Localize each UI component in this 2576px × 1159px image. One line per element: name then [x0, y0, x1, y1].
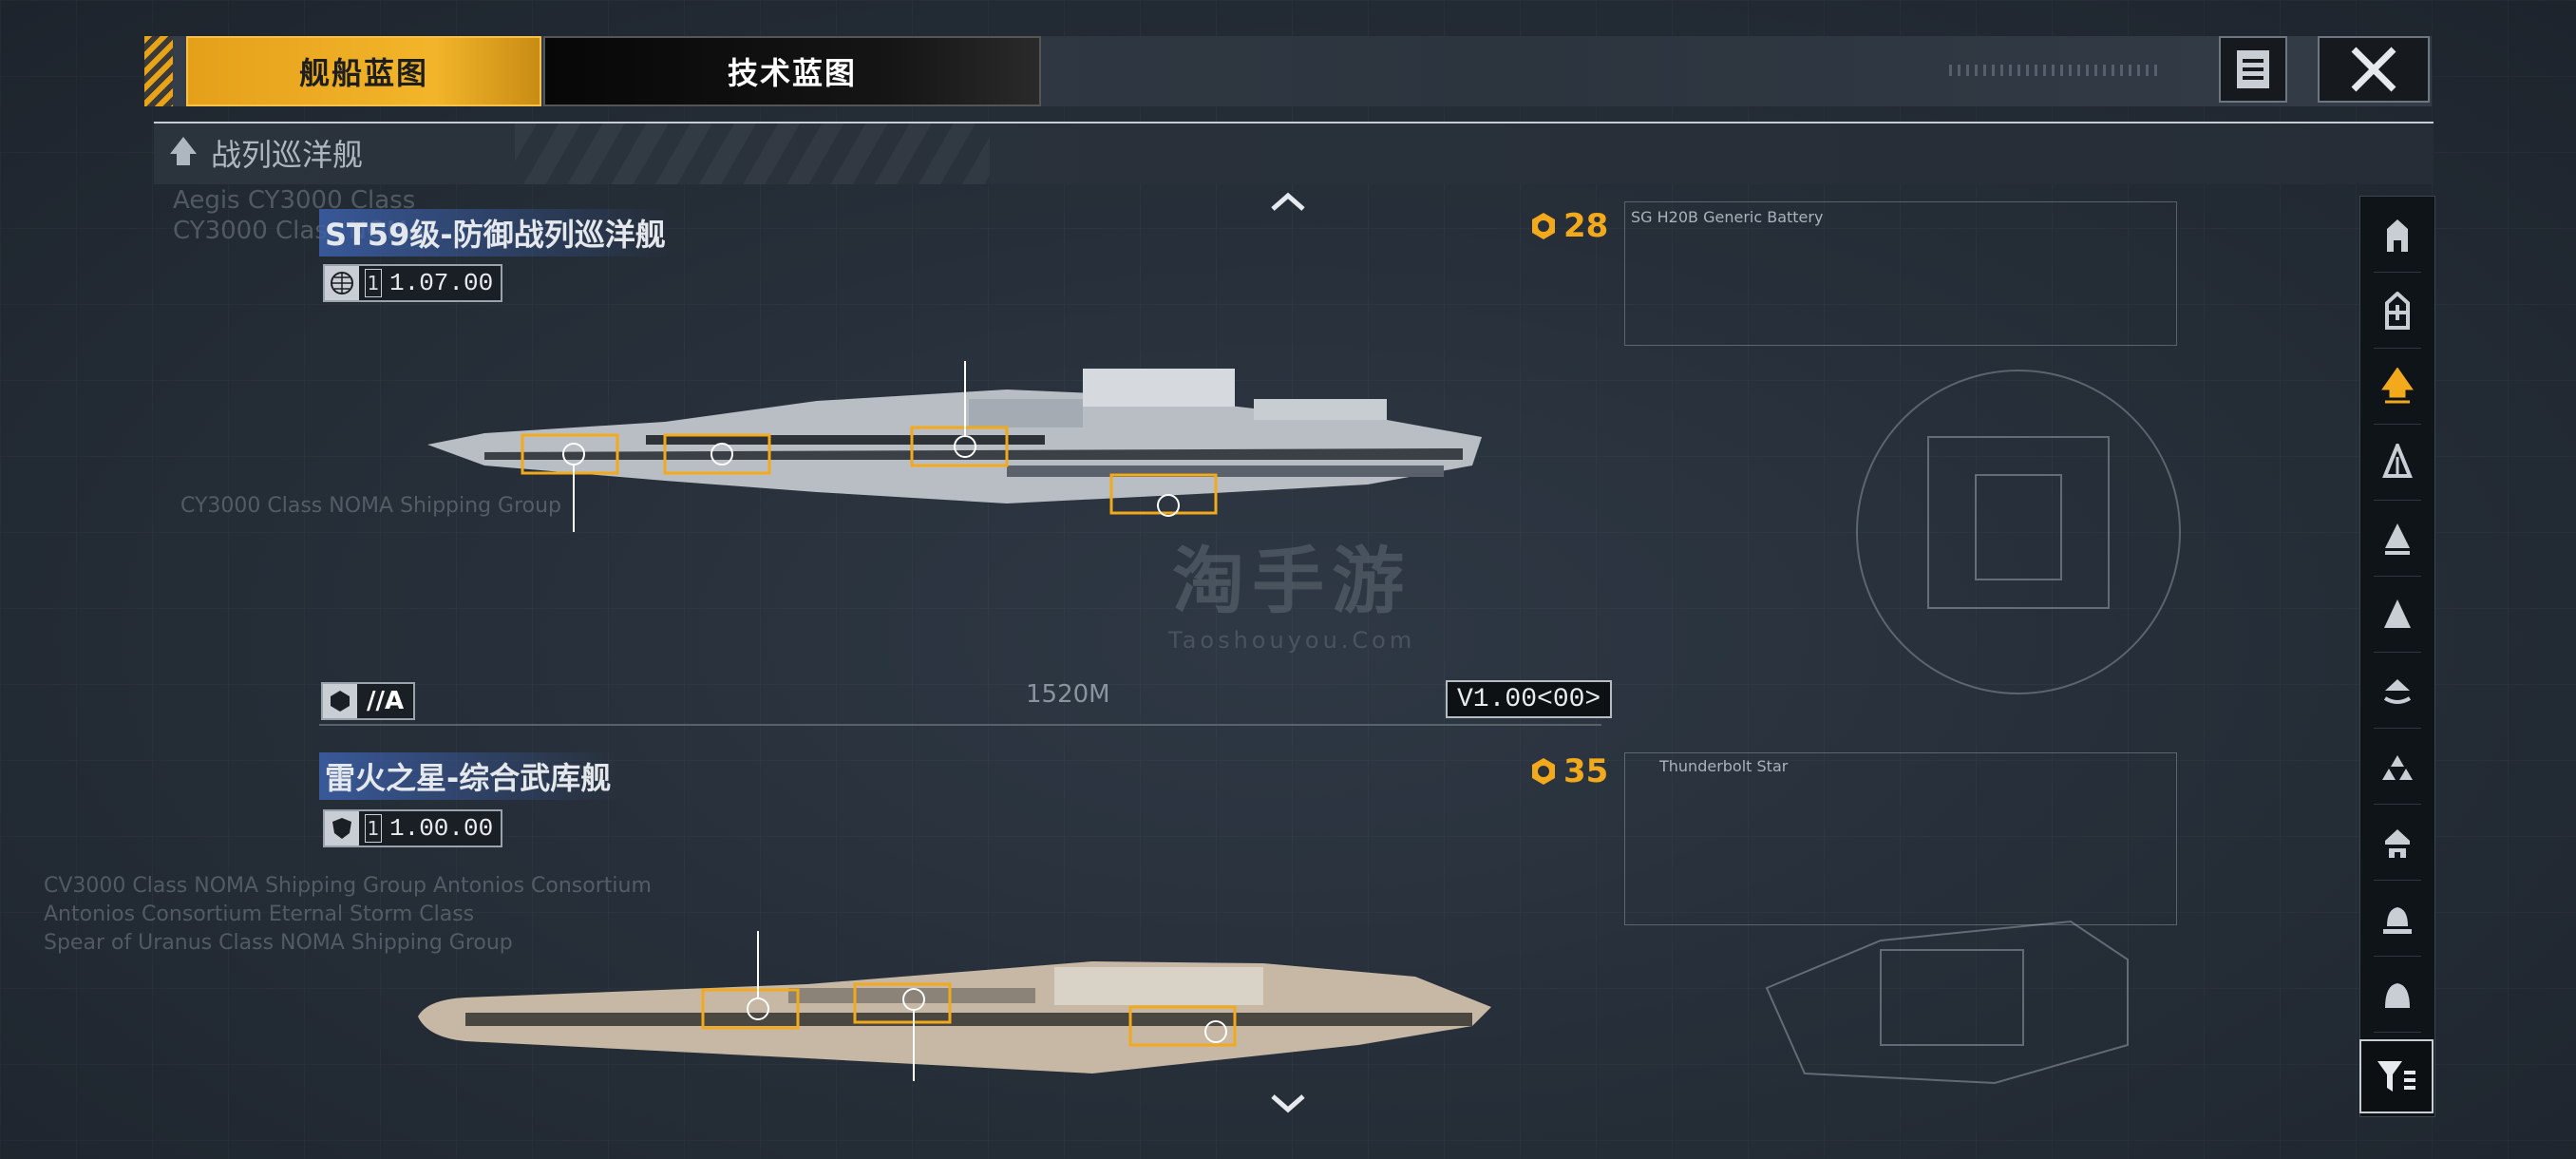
auxiliary-class-icon — [2383, 679, 2412, 704]
transport-class-icon — [2383, 907, 2412, 934]
blueprint-cost: 28 — [1529, 207, 1608, 245]
blueprint-tab-bar: 舰船蓝图 技术蓝图 — [144, 36, 2432, 106]
filter-auxiliary[interactable] — [2360, 653, 2434, 729]
watermark-main: 淘手游 — [1172, 539, 1412, 623]
cost-value: 35 — [1563, 752, 1609, 790]
filter-transport[interactable] — [2360, 881, 2434, 957]
scroll-up-icon[interactable] — [1269, 190, 1307, 213]
watermark: 淘手游 Taoshouyou.Com — [1168, 522, 1415, 654]
corvette-class-icon — [2385, 523, 2410, 555]
hazard-stripe — [144, 36, 173, 106]
filter-sort-button[interactable] — [2359, 1039, 2434, 1113]
filter-destroyer[interactable] — [2360, 273, 2434, 349]
scroll-down-icon[interactable] — [1269, 1092, 1307, 1115]
ship-model-thunderbolt[interactable] — [408, 931, 1510, 1121]
cost-value: 28 — [1563, 207, 1609, 245]
schematic-label: Thunderbolt Star — [1659, 757, 1789, 775]
ship-name[interactable]: 雷火之星-综合武库舰 — [319, 752, 617, 800]
bg-text: CV3000 Class NOMA Shipping Group Antonio… — [44, 874, 652, 898]
blueprint-list-button[interactable] — [2219, 36, 2287, 103]
tab-ship-blueprint[interactable]: 舰船蓝图 — [186, 36, 541, 106]
carrier-class-icon — [2387, 219, 2408, 252]
destroyer-class-icon — [2385, 292, 2410, 330]
battlecruiser-class-icon — [170, 137, 197, 165]
cost-emblem-icon — [1532, 758, 1555, 785]
ship-class-header: 战列巡洋舰 — [154, 122, 2434, 184]
filter-battlecruiser[interactable] — [2360, 349, 2434, 425]
watermark-sub: Taoshouyou.Com — [1168, 627, 1416, 654]
globe-icon — [325, 266, 359, 300]
document-list-icon — [2237, 50, 2269, 88]
version-level: 1 — [365, 814, 382, 843]
station-class-icon — [2385, 983, 2410, 1008]
shield-icon — [325, 811, 359, 846]
close-button[interactable] — [2318, 36, 2430, 103]
ship-model-st59[interactable] — [418, 361, 1501, 551]
filter-cruiser[interactable] — [2360, 577, 2434, 653]
tab-tech-blueprint[interactable]: 技术蓝图 — [543, 36, 1041, 106]
schematic-label: SG H20B Generic Battery — [1631, 208, 1824, 226]
version-number: 1.00.00 — [389, 814, 494, 843]
filter-frigate[interactable] — [2360, 425, 2434, 501]
cruiser-class-icon — [2384, 599, 2411, 628]
bg-text: Antonios Consortium Eternal Storm Class — [44, 902, 475, 926]
ship-class-filter-bar — [2359, 196, 2435, 1117]
close-icon — [2351, 47, 2396, 92]
filter-support[interactable] — [2360, 805, 2434, 881]
fighter-class-icon — [2382, 755, 2413, 780]
battlecruiser-class-icon — [2381, 368, 2414, 404]
tier-grade: //A — [367, 687, 405, 715]
bg-text: CY3000 Class NOMA Shipping Group — [180, 494, 562, 518]
weapon-schematic — [1765, 920, 2129, 1085]
version-level: 1 — [365, 269, 382, 297]
support-class-icon — [2385, 829, 2410, 858]
tier-badge: //A — [321, 682, 416, 720]
ship-name[interactable]: ST59级-防御战列巡洋舰 — [319, 209, 672, 256]
filter-carrier[interactable] — [2360, 197, 2434, 273]
blueprint-schematic: Thunderbolt Star — [1624, 752, 2177, 925]
blueprint-cost: 35 — [1529, 752, 1608, 790]
version-badge: 1 1.07.00 — [323, 264, 503, 302]
version-code: V1.00<00> — [1446, 680, 1613, 718]
turret-schematic — [1856, 370, 2181, 694]
ship-class-title: 战列巡洋舰 — [211, 137, 364, 173]
blueprint-schematic: SG H20B Generic Battery — [1624, 201, 2177, 346]
decorative-dots — [1949, 65, 2158, 76]
version-number: 1.07.00 — [389, 269, 494, 297]
card-divider — [319, 724, 1601, 726]
filter-corvette[interactable] — [2360, 501, 2434, 577]
version-badge: 1 1.00.00 — [323, 809, 503, 847]
bg-text: Spear of Uranus Class NOMA Shipping Grou… — [44, 931, 513, 955]
tier-emblem-icon — [323, 684, 357, 718]
cost-emblem-icon — [1532, 213, 1555, 239]
frigate-class-icon — [2382, 444, 2413, 478]
filter-funnel-icon — [2377, 1061, 2415, 1092]
filter-fighter[interactable] — [2360, 729, 2434, 805]
schematic-spec: 1520M — [1026, 680, 1110, 709]
header-decoration — [515, 124, 990, 184]
filter-station[interactable] — [2360, 957, 2434, 1033]
